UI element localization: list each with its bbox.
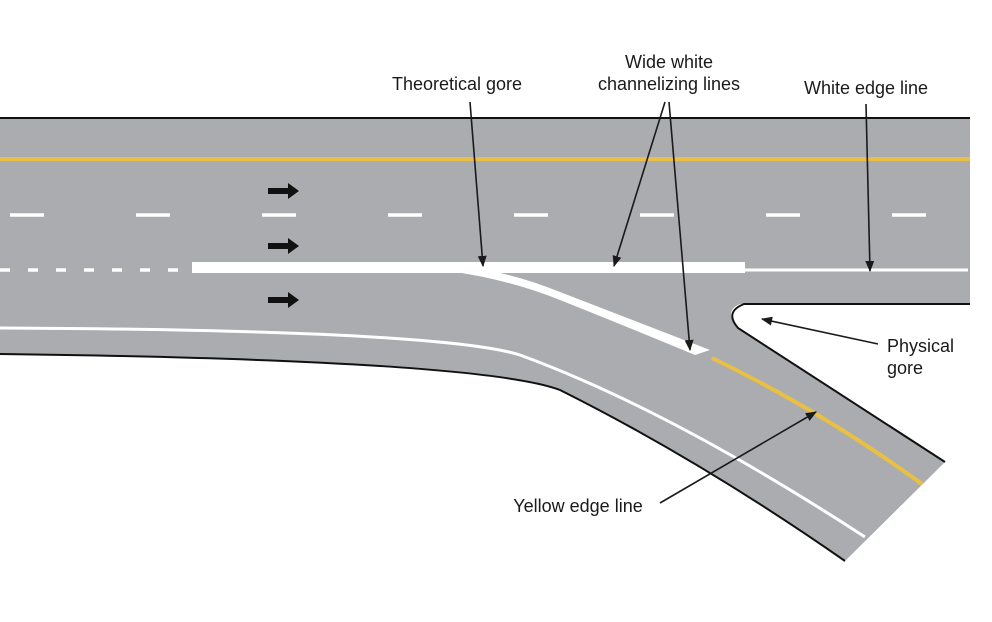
leader-lines [469,101,879,504]
wide-channelizing-lines [192,262,745,355]
callout-labels: Theoretical gore Wide white channelizing… [392,52,954,516]
direction-arrow-icon [268,183,299,199]
label-white-edge-line: White edge line [804,78,928,98]
label-physical-gore-1: Physical [887,336,954,356]
leader-theoretical-gore [469,101,487,268]
leader-physical-gore [760,316,879,345]
leader-channelizing-2 [668,101,694,352]
label-channelizing-line1: Wide white [625,52,713,72]
leader-white-edge [865,103,875,273]
direction-arrow-icon [268,292,299,308]
pavement [0,118,970,561]
direction-arrow-icon [268,238,299,254]
label-physical-gore-2: gore [887,358,923,378]
label-theoretical-gore: Theoretical gore [392,74,522,94]
direction-arrows [268,183,299,308]
channelizing-line-diverging [455,270,710,355]
leader-yellow-edge [659,411,817,504]
ramp-pavement [0,304,970,561]
leader-channelizing-1 [612,101,666,268]
label-yellow-edge-line: Yellow edge line [513,496,642,516]
gore-outline [731,303,970,463]
gore-island [732,304,970,462]
pavement-outlines [0,117,970,562]
yellow-edge-line [711,356,924,486]
channelizing-line-straight [192,262,745,273]
ramp-outer-edge [0,353,846,562]
label-channelizing-line2: channelizing lines [598,74,740,94]
